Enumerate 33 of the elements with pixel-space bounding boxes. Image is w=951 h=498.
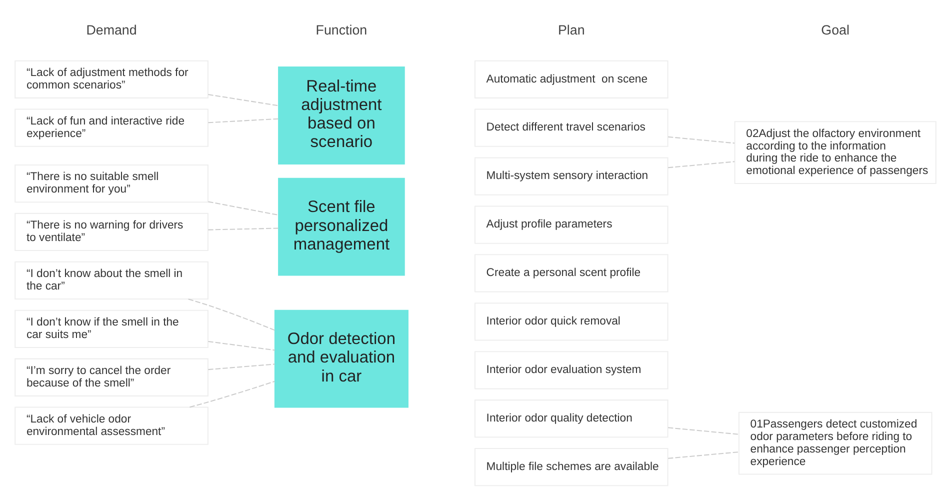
node-box: Scent file personalized management: [278, 178, 405, 276]
connector: [668, 427, 739, 435]
node-box: “There is no suitable smell environment for you”: [14, 164, 208, 203]
node-box: 01Passengers detect customized odor parameters before riding to enhance passenger perception experience: [738, 412, 932, 475]
node-box: “Lack of fun and interactive ride experience”: [14, 108, 208, 147]
connector: [208, 340, 275, 351]
label: Function: [316, 22, 368, 38]
node-box: 02Adjust the olfactory environment according to the information during the ride to enhance the emotional experience of passengers: [734, 121, 936, 184]
connector: [208, 201, 279, 216]
node-box: “Lack of adjustment methods for common scenarios”: [14, 60, 208, 98]
label: Goal: [821, 22, 850, 38]
label: Demand: [86, 22, 137, 38]
connector: [208, 94, 279, 106]
node-box: “There is no warning for drivers to ventilate”: [14, 212, 208, 252]
node-box: Detect different travel scenarios: [474, 108, 668, 147]
node-box: Multi-system sensory interaction: [474, 157, 668, 196]
connector: [208, 228, 278, 230]
node-box: Odor detection and evaluation in car: [274, 310, 408, 408]
node-box: “I’m sorry to cancel the order because of the smell”: [14, 358, 208, 396]
label: Plan: [558, 22, 585, 38]
connector: [188, 298, 275, 331]
node-box: “Lack of vehicle odor environmental assessment”: [14, 406, 208, 445]
node-box: Real-time adjustment based on scenario: [278, 66, 405, 164]
node-box: Interior odor quality detection: [474, 400, 668, 438]
node-box: “I don’t know about the smell in the car”: [14, 261, 208, 300]
connector: [190, 380, 275, 408]
connector: [208, 118, 278, 124]
node-box: “I don’t know if the smell in the car suits me”: [14, 310, 208, 348]
connector: [668, 136, 735, 144]
connector: [668, 451, 739, 459]
connector: [208, 364, 275, 370]
connector: [668, 161, 735, 168]
node-box: Multiple file schemes are available: [474, 448, 668, 486]
